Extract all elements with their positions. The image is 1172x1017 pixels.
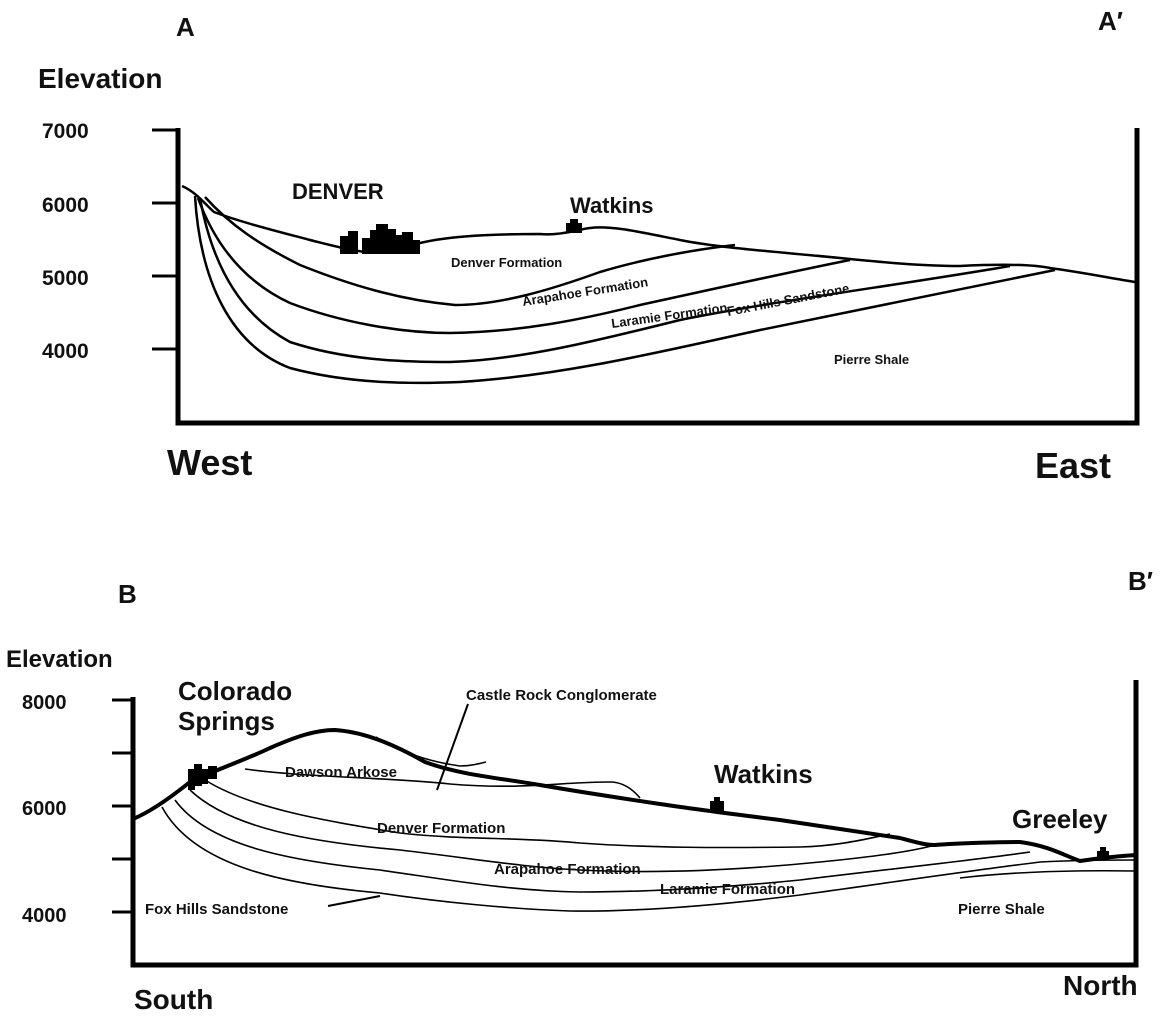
greeley-town-icon <box>1097 847 1109 860</box>
section-a-formation-arapahoe: Arapahoe Formation <box>521 274 649 309</box>
section-a-formation-laramie: Laramie Formation <box>610 300 728 331</box>
section-b-frame <box>130 680 1139 968</box>
section-b-side-south: South <box>134 984 213 1015</box>
watkins-town-icon-b <box>710 797 724 811</box>
section-a-tick-label-7000: 7000 <box>42 120 89 143</box>
section-b-tick-label-8000: 8000 <box>22 692 67 714</box>
section-a-label-left: A <box>176 12 195 42</box>
section-b-foxhills-base <box>161 806 1137 912</box>
section-b-label-left: B <box>118 579 137 609</box>
section-b-side-north: North <box>1063 970 1138 1001</box>
section-b-denver-base <box>204 779 891 849</box>
section-b-formation-denver: Denver Formation <box>377 820 505 837</box>
section-b-tick-label-6000: 6000 <box>22 798 67 820</box>
section-b-place-greeley: Greeley <box>1012 804 1108 834</box>
section-b-place-watkins: Watkins <box>714 759 813 789</box>
section-a-formation-pierre: Pierre Shale <box>834 352 909 367</box>
section-b-formation-foxhills: Fox Hills Sandstone <box>145 901 288 918</box>
section-b-axis-title: Elevation <box>6 646 113 673</box>
section-a-place-denver: DENVER <box>292 179 384 204</box>
section-a-frame <box>175 128 1140 426</box>
section-a-label-right: A′ <box>1098 6 1123 36</box>
section-a-laramie-base <box>198 197 1011 364</box>
section-b-castle-rock-lens <box>375 736 487 767</box>
section-a-formation-foxhills: Fox Hills Sandstone <box>726 281 851 319</box>
section-a-tick-label-5000: 5000 <box>42 267 89 290</box>
section-a-arapahoe-base <box>196 197 851 335</box>
section-b-laramie-base <box>174 799 1031 893</box>
section-a-axis-title: Elevation <box>38 63 162 94</box>
section-b-place-colorado: Colorado <box>178 676 292 706</box>
castle-rock-leader-line <box>436 703 469 791</box>
section-b-formation-arapahoe: Arapahoe Formation <box>494 861 641 878</box>
section-a-side-east: East <box>1035 445 1111 486</box>
section-a-place-watkins: Watkins <box>570 193 654 218</box>
section-b-ground-surface <box>132 727 1137 864</box>
section-b-label-right: B′ <box>1128 566 1153 596</box>
section-b-place-springs: Springs <box>178 706 275 736</box>
section-a-formation-denver: Denver Formation <box>451 255 562 270</box>
denver-city-icon <box>340 224 420 254</box>
section-b-formation-pierre: Pierre Shale <box>958 901 1045 918</box>
fox-hills-leader-line <box>327 895 381 907</box>
section-b-formation-castle-rock: Castle Rock Conglomerate <box>466 687 657 704</box>
section-b-formation-dawson: Dawson Arkose <box>285 764 397 781</box>
section-b-formation-laramie: Laramie Formation <box>660 881 795 898</box>
watkins-town-icon-a <box>566 219 582 233</box>
section-a-side-west: West <box>167 442 252 483</box>
section-a-tick-label-4000: 4000 <box>42 340 89 363</box>
section-a-ground-surface <box>181 184 1136 284</box>
section-b-pierre-contact <box>959 869 1137 879</box>
section-b-arapahoe-base <box>189 789 936 873</box>
colorado-springs-city-icon <box>188 764 217 790</box>
section-a: A A′ Elevation 7000 6000 5000 4000 <box>38 6 1140 486</box>
section-b: B B′ Elevation 8000 6000 4000 <box>6 566 1153 1015</box>
section-a-tick-label-6000: 6000 <box>42 194 89 217</box>
section-b-tick-label-4000: 4000 <box>22 905 67 927</box>
section-a-denver-base <box>204 196 736 307</box>
section-a-foxhills-base <box>193 195 1056 385</box>
section-b-dawson-base <box>244 768 641 799</box>
